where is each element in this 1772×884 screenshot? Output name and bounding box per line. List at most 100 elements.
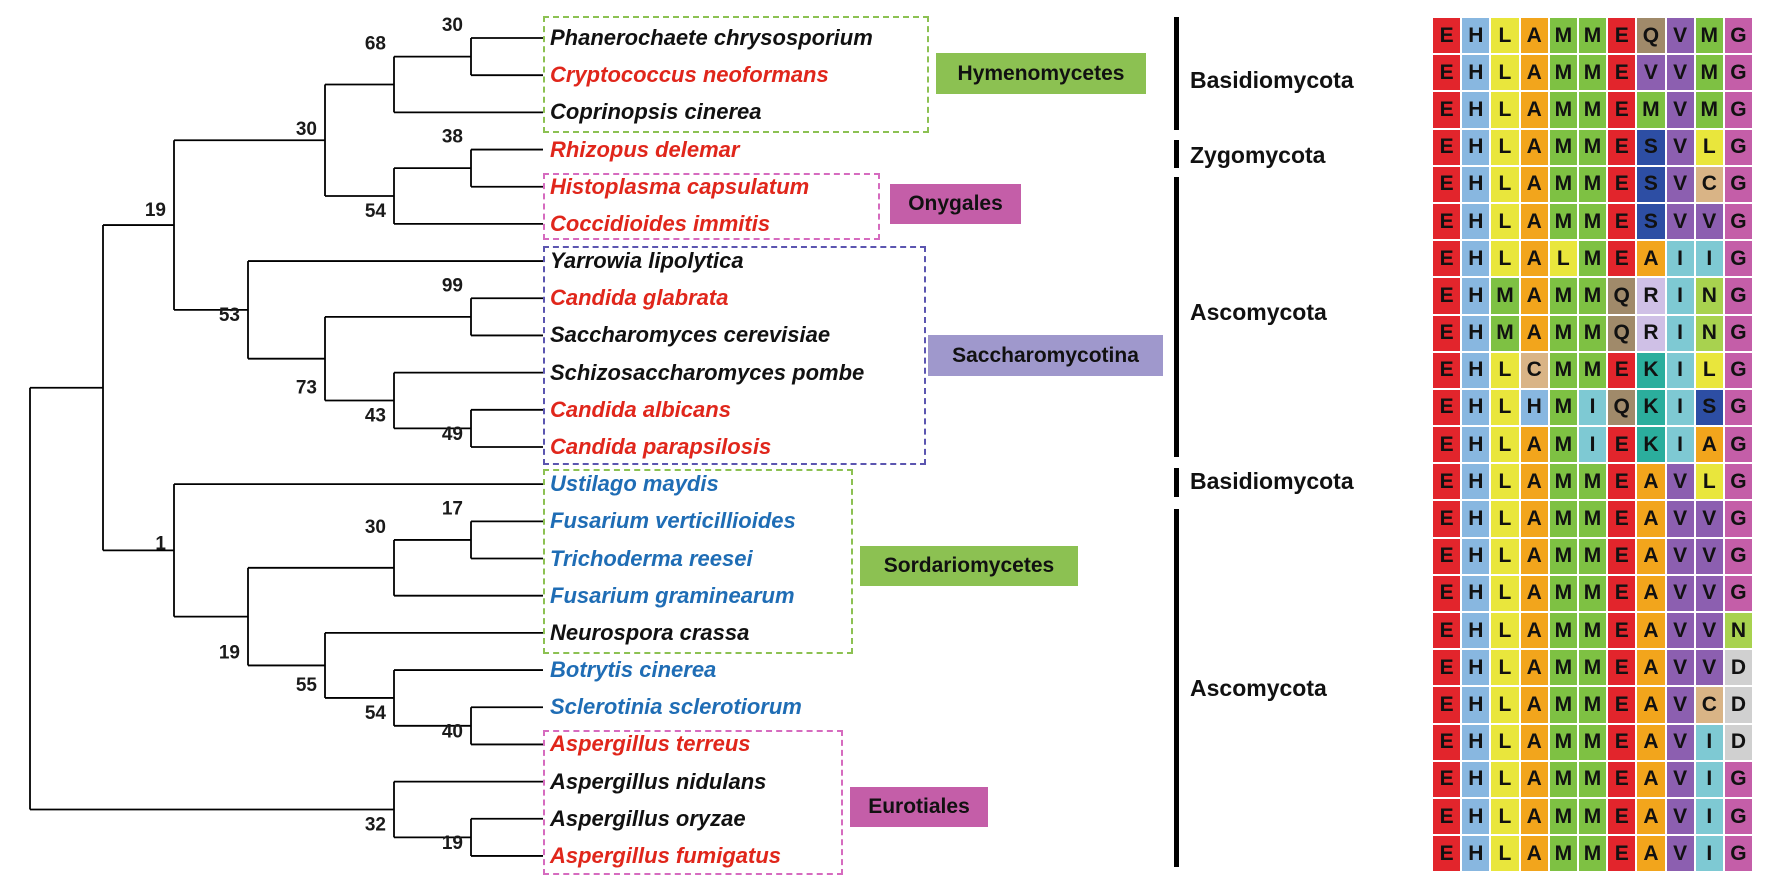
residue-cell: E (1433, 278, 1461, 314)
residue-cell: G (1724, 352, 1753, 388)
bootstrap-value: 38 (442, 127, 463, 148)
residue-cell: V (1666, 798, 1694, 835)
residue-cell: A (1520, 575, 1548, 611)
residue-cell: A (1637, 613, 1665, 649)
residue-cell: L (1695, 352, 1723, 388)
residue-cell: K (1637, 352, 1665, 388)
residue-cell: A (1520, 241, 1548, 277)
residue-cell: E (1608, 352, 1636, 388)
residue-cell: E (1608, 650, 1636, 686)
residue-cell: A (1520, 687, 1548, 723)
residue-cell: H (1462, 352, 1490, 388)
ascomycota-bar-1 (1174, 177, 1179, 457)
residue-cell: V (1666, 575, 1694, 611)
residue-cell: C (1695, 166, 1723, 202)
residue-cell: M (1578, 129, 1607, 165)
basidiomycota-label-2: Basidiomycota (1190, 468, 1354, 494)
residue-cell: E (1433, 650, 1461, 686)
taxon-label: Aspergillus oryzae (550, 805, 746, 831)
residue-cell: E (1433, 575, 1461, 611)
residue-cell: A (1637, 650, 1665, 686)
residue-cell: M (1549, 315, 1577, 351)
residue-cell: L (1695, 129, 1723, 165)
residue-cell: A (1637, 687, 1665, 723)
taxon-label: Coprinopsis cinerea (550, 99, 762, 125)
residue-cell: E (1608, 55, 1636, 91)
residue-cell: V (1695, 203, 1723, 240)
residue-cell: M (1549, 92, 1577, 128)
residue-cell: I (1578, 389, 1607, 426)
residue-cell: L (1491, 650, 1519, 686)
residue-cell: S (1637, 166, 1665, 202)
residue-cell: A (1637, 538, 1665, 574)
residue-cell: M (1549, 538, 1577, 574)
residue-cell: G (1724, 129, 1753, 165)
bootstrap-value: 49 (442, 424, 463, 445)
residue-cell: H (1462, 389, 1490, 426)
residue-cell: A (1520, 129, 1548, 165)
residue-cell: M (1578, 501, 1607, 537)
residue-cell: V (1695, 575, 1723, 611)
residue-cell: M (1578, 92, 1607, 128)
residue-cell: G (1724, 538, 1753, 574)
taxon-label: Ustilago maydis (550, 471, 719, 497)
residue-cell: G (1724, 389, 1753, 426)
residue-cell: E (1433, 241, 1461, 277)
residue-cell: E (1433, 761, 1461, 797)
ascomycota-bar-2 (1174, 509, 1179, 867)
residue-cell: E (1608, 761, 1636, 797)
bootstrap-value: 30 (365, 517, 386, 538)
ascomycota-label-2: Ascomycota (1190, 675, 1327, 701)
residue-cell: G (1724, 761, 1753, 797)
residue-cell: V (1666, 129, 1694, 165)
residue-cell: M (1549, 427, 1577, 463)
residue-cell: V (1695, 613, 1723, 649)
taxon-label: Phanerochaete chrysosporium (550, 25, 873, 50)
residue-cell: V (1666, 836, 1694, 872)
residue-cell: A (1520, 613, 1548, 649)
residue-cell: V (1666, 538, 1694, 574)
residue-cell: I (1666, 389, 1694, 426)
residue-cell: E (1433, 203, 1461, 240)
bootstrap-value: 43 (365, 405, 386, 426)
residue-cell: R (1637, 278, 1665, 314)
taxon-label: Candida glabrata (550, 285, 729, 311)
residue-cell: A (1520, 203, 1548, 240)
residue-cell: V (1695, 501, 1723, 537)
residue-cell: G (1724, 18, 1753, 54)
taxon-label: Neurospora crassa (550, 619, 750, 645)
basidiomycota-bar-1 (1174, 17, 1179, 130)
sordariomycetes-label: Sordariomycetes (860, 546, 1078, 586)
residue-cell: G (1724, 464, 1753, 500)
bootstrap-value: 54 (365, 201, 387, 222)
residue-cell: L (1491, 389, 1519, 426)
residue-cell: L (1491, 352, 1519, 388)
residue-cell: L (1491, 129, 1519, 165)
residue-cell: E (1433, 724, 1461, 760)
residue-cell: M (1578, 464, 1607, 500)
taxon-label: Aspergillus nidulans (550, 768, 767, 794)
residue-cell: E (1608, 203, 1636, 240)
taxon-label: Aspergillus terreus (550, 731, 751, 757)
residue-cell: H (1462, 501, 1490, 537)
residue-cell: I (1695, 241, 1723, 277)
residue-cell: E (1433, 129, 1461, 165)
taxon-label: Cryptococcus neoformans (550, 62, 829, 88)
residue-cell: H (1462, 55, 1490, 91)
residue-cell: E (1433, 315, 1461, 351)
taxon-label: Yarrowia lipolytica (550, 248, 744, 274)
taxon-label: Histoplasma capsulatum (550, 173, 810, 199)
zygomycota-label: Zygomycota (1190, 142, 1326, 168)
residue-cell: A (1520, 55, 1548, 91)
residue-cell: L (1491, 687, 1519, 723)
residue-cell: E (1608, 92, 1636, 128)
residue-cell: M (1578, 55, 1607, 91)
residue-cell: M (1549, 613, 1577, 649)
residue-cell: M (1549, 761, 1577, 797)
